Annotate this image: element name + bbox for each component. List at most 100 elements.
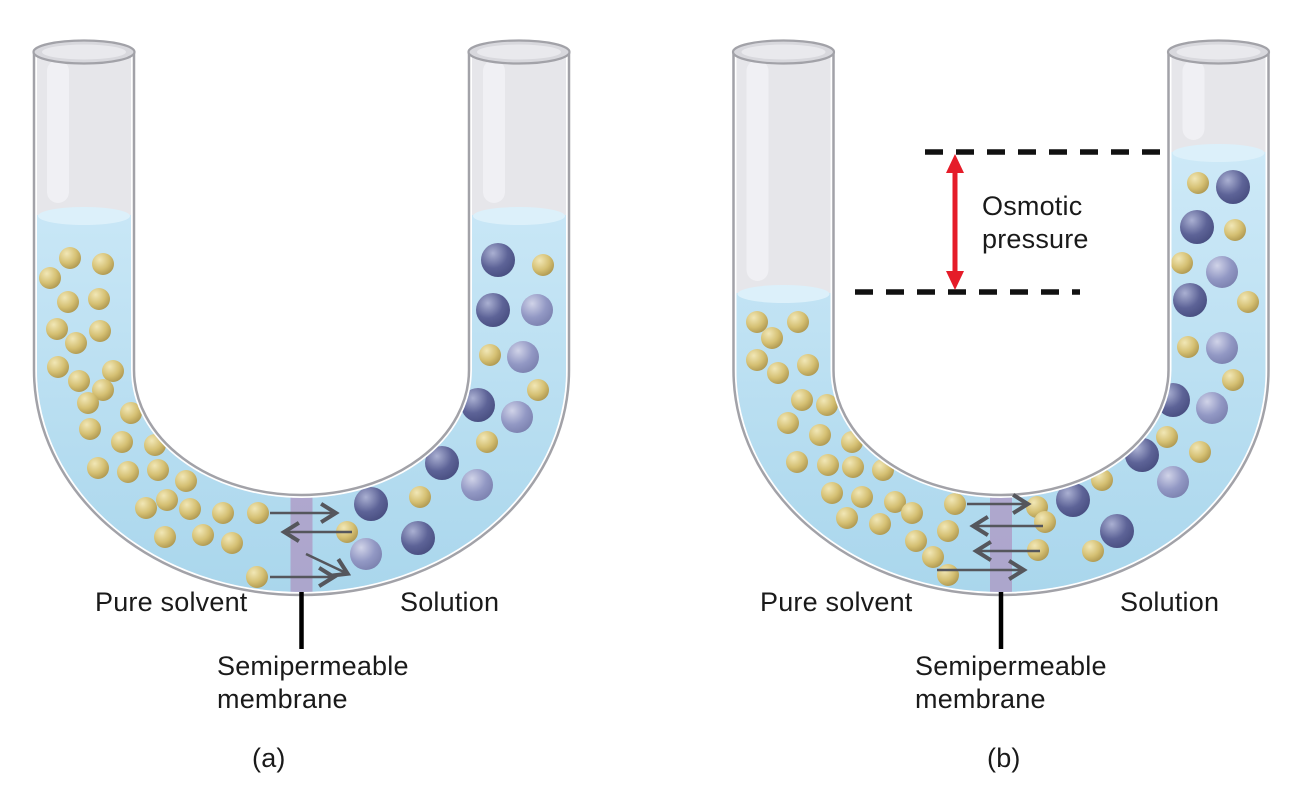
solvent-particle <box>905 530 927 552</box>
solvent-particle <box>144 434 166 456</box>
solvent-particle <box>46 318 68 340</box>
solute-particle-dark <box>1216 170 1250 204</box>
solvent-particle <box>179 498 201 520</box>
solute-particle-dark <box>1180 210 1214 244</box>
solute-particle-dark <box>401 521 435 555</box>
solvent-particle <box>117 461 139 483</box>
panel-a-caption: (a) <box>252 743 286 773</box>
solvent-particle <box>57 291 79 313</box>
solvent-particle <box>135 497 157 519</box>
solvent-particle <box>221 532 243 554</box>
solvent-particle <box>841 431 863 453</box>
liquid-surface-left <box>38 207 130 225</box>
liquid-surface-right <box>1172 144 1265 162</box>
solvent-particle <box>746 311 768 333</box>
tube-rim-inner <box>741 44 826 60</box>
glass-inner-wall <box>832 52 1170 497</box>
solvent-particle <box>65 332 87 354</box>
pressure-arrow-head-up <box>946 154 964 173</box>
solute-particle-light <box>1196 392 1228 424</box>
solute-particle-dark <box>1156 383 1190 417</box>
panel-a-membrane-label: Semipermeable membrane <box>217 651 409 715</box>
semipermeable-membrane <box>290 478 313 592</box>
solvent-particle <box>817 454 839 476</box>
solvent-particle <box>1187 172 1209 194</box>
solvent-particle <box>409 486 431 508</box>
solvent-particle <box>816 394 838 416</box>
solvent-particle <box>1171 252 1193 274</box>
solvent-particle <box>479 344 501 366</box>
solvent-particle <box>68 370 90 392</box>
solvent-particle <box>87 457 109 479</box>
solvent-particle <box>851 486 873 508</box>
panel-a-pure-solvent-label: Pure solvent <box>95 587 248 617</box>
solvent-particle <box>247 502 269 524</box>
solvent-particle <box>944 493 966 515</box>
solvent-particle <box>1189 441 1211 463</box>
solvent-particle <box>79 418 101 440</box>
solute-particle-light <box>1157 466 1189 498</box>
liquid-surface-right <box>473 207 565 225</box>
solute-particle-light <box>1206 256 1238 288</box>
osmotic-pressure-label: Osmotic pressure <box>982 191 1089 254</box>
semipermeable-membrane <box>990 478 1012 592</box>
solvent-particle <box>246 566 268 588</box>
solvent-particle <box>1034 511 1056 533</box>
solvent-particle <box>527 379 549 401</box>
solvent-particle <box>809 424 831 446</box>
solvent-particle <box>192 524 214 546</box>
solvent-particle <box>777 412 799 434</box>
solvent-particle <box>77 392 99 414</box>
glass-highlight <box>483 60 505 203</box>
tube-rim-inner <box>477 44 561 60</box>
panel-a-solution-label: Solution <box>400 587 500 617</box>
utube-panel-a <box>32 39 571 649</box>
panel-b-solution-label: Solution <box>1120 587 1220 617</box>
solvent-particle <box>1091 469 1113 491</box>
solvent-particle <box>92 253 114 275</box>
glass-highlight <box>47 60 69 203</box>
solvent-particle <box>212 502 234 524</box>
solute-particle-light <box>501 401 533 433</box>
solvent-particle <box>1222 369 1244 391</box>
solute-particle-light <box>1206 332 1238 364</box>
solvent-particle <box>154 526 176 548</box>
solvent-particle <box>869 513 891 535</box>
panel-b-membrane-label: Semipermeable membrane <box>915 651 1107 715</box>
solute-particle-light <box>521 294 553 326</box>
membrane-flow-arrow <box>305 552 346 573</box>
solvent-particle <box>1177 336 1199 358</box>
solute-particle-dark <box>476 293 510 327</box>
solute-particle-dark <box>1100 514 1134 548</box>
solvent-particle <box>791 389 813 411</box>
glass-highlight <box>1182 60 1205 140</box>
solvent-particle <box>476 431 498 453</box>
solvent-particle <box>47 356 69 378</box>
panel-b-caption: (b) <box>987 743 1021 773</box>
solvent-particle <box>821 482 843 504</box>
solute-particle-dark <box>354 487 388 521</box>
solute-particle-light <box>461 469 493 501</box>
solvent-particle <box>88 288 110 310</box>
solvent-particle <box>937 520 959 542</box>
solvent-particle <box>786 451 808 473</box>
solvent-particle <box>797 354 819 376</box>
solvent-particle <box>39 267 61 289</box>
solvent-particle <box>746 349 768 371</box>
liquid-surface-left <box>737 285 830 303</box>
solvent-particle <box>92 379 114 401</box>
solvent-particle <box>872 459 894 481</box>
solvent-particle <box>175 470 197 492</box>
solvent-particle <box>1237 291 1259 313</box>
panel-b-pure-solvent-label: Pure solvent <box>760 587 913 617</box>
solute-particle-light <box>507 341 539 373</box>
solvent-particle <box>111 431 133 453</box>
solvent-particle <box>102 360 124 382</box>
solvent-particle <box>922 546 944 568</box>
solvent-particle <box>884 491 906 513</box>
solvent-particle <box>842 456 864 478</box>
solute-particle-dark <box>425 446 459 480</box>
solvent-particle <box>767 362 789 384</box>
